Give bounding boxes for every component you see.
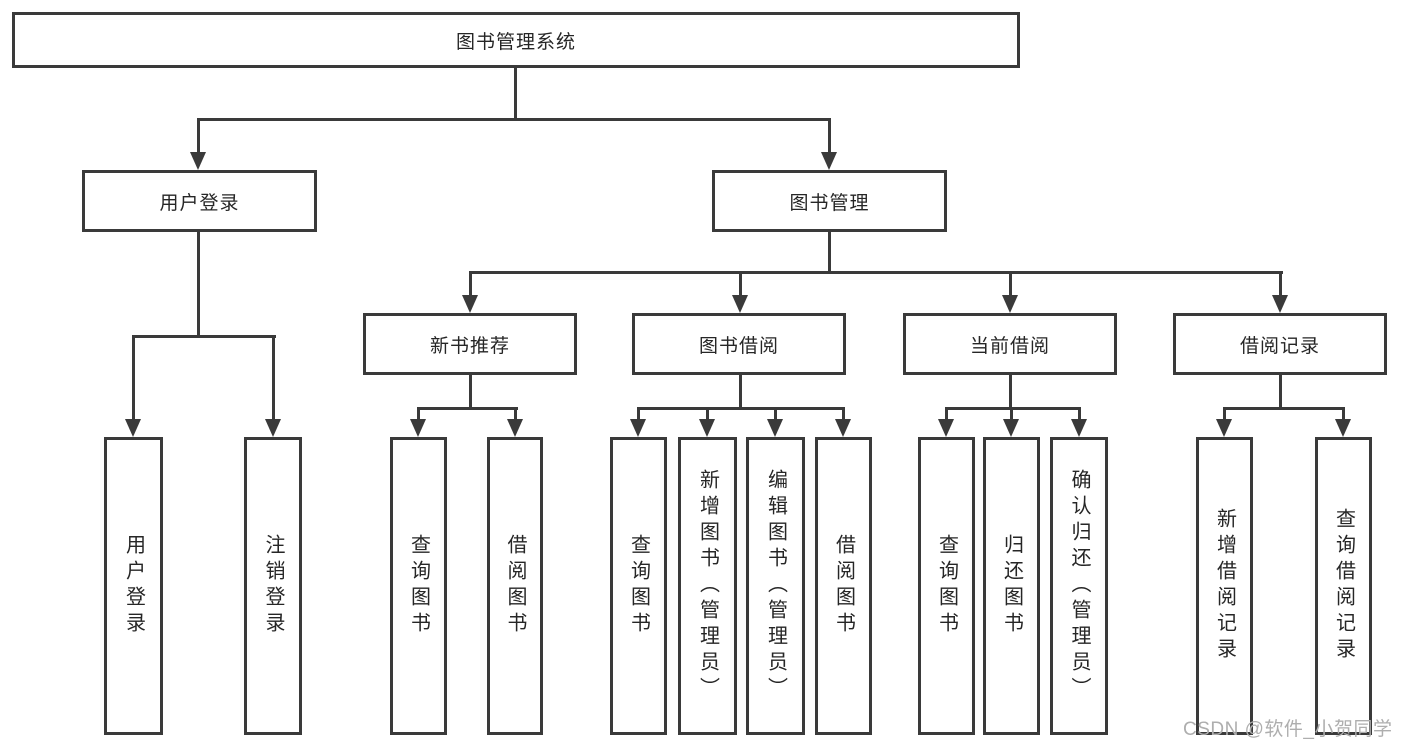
leaf-borrow-books-1: 借阅图书	[487, 437, 543, 735]
leaf-user-login-label: 用户登录	[122, 534, 145, 638]
connector-user-login-trunk	[197, 232, 200, 338]
connector-stem	[1223, 407, 1226, 421]
connector-stem	[945, 407, 948, 421]
connector-stem-leaf-user-login	[132, 335, 135, 420]
node-book-management: 图书管理	[712, 170, 947, 232]
arrow-down-icon	[462, 295, 478, 313]
arrow-down-icon	[732, 295, 748, 313]
connector-root-rail	[197, 118, 831, 121]
leaf-confirm-return-admin: 确认归还（管理员）	[1050, 437, 1108, 735]
node-root-label: 图书管理系统	[455, 31, 576, 53]
arrow-down-icon	[821, 152, 837, 170]
node-root: 图书管理系统	[12, 12, 1020, 68]
arrow-down-icon	[190, 152, 206, 170]
arrow-down-icon	[1002, 295, 1018, 313]
connector-stem-leaf-logout	[272, 335, 275, 420]
connector-stem	[1342, 407, 1345, 421]
node-book-management-label: 图书管理	[789, 192, 870, 214]
leaf-query-books-1: 查询图书	[390, 437, 447, 735]
arrow-down-icon	[410, 419, 426, 437]
leaf-add-borrow-record-label: 新增借阅记录	[1213, 508, 1236, 664]
node-user-login-label: 用户登录	[159, 192, 240, 214]
leaf-query-books-2-label: 查询图书	[627, 534, 650, 638]
leaf-add-book-admin: 新增图书（管理员）	[678, 437, 737, 735]
node-book-borrow: 图书借阅	[632, 313, 846, 375]
connector-book-borrow-rail	[637, 407, 845, 410]
leaf-logout-label: 注销登录	[262, 534, 284, 638]
node-user-login: 用户登录	[82, 170, 317, 232]
arrow-down-icon	[1003, 419, 1019, 437]
leaf-query-borrow-record: 查询借阅记录	[1315, 437, 1372, 735]
arrow-down-icon	[507, 419, 523, 437]
connector-stem	[774, 407, 777, 421]
node-current-borrow-label: 当前借阅	[969, 335, 1050, 357]
connector-borrow-records-rail	[1223, 407, 1345, 410]
connector-root-trunk	[514, 68, 517, 121]
connector-book-management-trunk	[828, 232, 831, 274]
leaf-query-books-1-label: 查询图书	[407, 534, 430, 638]
connector-stem	[842, 407, 845, 421]
connector-stem	[1010, 407, 1013, 421]
connector-book-borrow-trunk	[739, 375, 742, 410]
connector-stem	[1078, 407, 1081, 421]
leaf-user-login: 用户登录	[104, 437, 163, 735]
arrow-down-icon	[630, 419, 646, 437]
connector-book-management-rail	[469, 271, 1283, 274]
arrow-down-icon	[1272, 295, 1288, 313]
leaf-borrow-books-1-label: 借阅图书	[504, 534, 526, 638]
arrow-down-icon	[265, 419, 281, 437]
connector-stem	[417, 407, 420, 421]
leaf-edit-book-admin-label: 编辑图书（管理员）	[764, 469, 787, 703]
leaf-add-book-admin-label: 新增图书（管理员）	[696, 469, 719, 703]
node-new-book-recommend-label: 新书推荐	[429, 335, 510, 357]
arrow-down-icon	[125, 419, 141, 437]
connector-stem	[637, 407, 640, 421]
leaf-edit-book-admin: 编辑图书（管理员）	[746, 437, 805, 735]
csdn-watermark: CSDN @软件_小贺同学	[1183, 719, 1393, 740]
connector-current-borrow-rail	[945, 407, 1081, 410]
leaf-query-books-3-label: 查询图书	[935, 534, 958, 638]
node-new-book-recommend: 新书推荐	[363, 313, 577, 375]
leaf-logout: 注销登录	[244, 437, 302, 735]
leaf-query-books-3: 查询图书	[918, 437, 975, 735]
leaf-borrow-books-2-label: 借阅图书	[832, 534, 855, 638]
node-borrow-records-label: 借阅记录	[1239, 335, 1320, 357]
arrow-down-icon	[1335, 419, 1351, 437]
connector-current-borrow-trunk	[1009, 375, 1012, 410]
connector-stem	[706, 407, 709, 421]
arrow-down-icon	[1071, 419, 1087, 437]
connector-stem-current-borrow	[1009, 271, 1012, 297]
node-current-borrow: 当前借阅	[903, 313, 1117, 375]
connector-stem	[514, 407, 517, 421]
leaf-query-books-2: 查询图书	[610, 437, 667, 735]
arrow-down-icon	[699, 419, 715, 437]
connector-stem-book-management	[828, 118, 831, 154]
connector-stem-new-book	[469, 271, 472, 297]
arrow-down-icon	[767, 419, 783, 437]
connector-stem-book-borrow	[739, 271, 742, 297]
leaf-query-borrow-record-label: 查询借阅记录	[1332, 508, 1355, 664]
connector-borrow-records-trunk	[1279, 375, 1282, 410]
leaf-return-books-label: 归还图书	[1000, 534, 1023, 638]
leaf-confirm-return-admin-label: 确认归还（管理员）	[1068, 469, 1090, 703]
leaf-add-borrow-record: 新增借阅记录	[1196, 437, 1253, 735]
node-borrow-records: 借阅记录	[1173, 313, 1387, 375]
arrow-down-icon	[938, 419, 954, 437]
arrow-down-icon	[835, 419, 851, 437]
connector-new-book-trunk	[469, 375, 472, 410]
connector-new-book-rail	[417, 407, 518, 410]
leaf-return-books: 归还图书	[983, 437, 1040, 735]
connector-user-login-rail	[132, 335, 276, 338]
leaf-borrow-books-2: 借阅图书	[815, 437, 872, 735]
node-book-borrow-label: 图书借阅	[698, 335, 779, 357]
connector-stem-borrow-records	[1279, 271, 1282, 297]
connector-stem-user-login	[197, 118, 200, 154]
arrow-down-icon	[1216, 419, 1232, 437]
